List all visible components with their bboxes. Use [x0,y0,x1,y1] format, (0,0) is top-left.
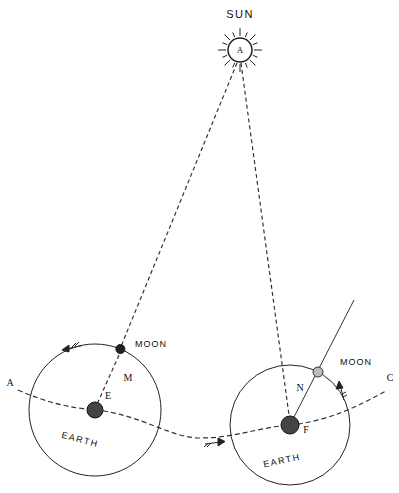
sun-ray [253,55,258,57]
sun-ray [233,32,235,37]
motion-arrow [204,438,225,447]
sun-ray [218,50,226,51]
moon-orbit [29,344,161,476]
sun-disk [228,38,252,62]
sun-ray [250,60,256,66]
earth-globe [281,416,299,434]
sun-ray [253,43,258,45]
body-name: MOON [134,340,168,349]
sunlight-line [122,63,237,344]
sun-rays [218,28,262,72]
body-name: EARTH [60,430,101,449]
sun-ray [240,28,241,36]
sun-ray [233,63,235,68]
point-letter: E [104,391,112,401]
moon-orbit [230,365,350,485]
point-letter: A [5,378,14,388]
body-name: SUN [225,9,255,20]
motion-arrow [62,342,82,352]
sun-ray [245,63,247,68]
moon-globe [116,345,125,354]
point-letter: F [302,425,310,435]
sun-ray [224,34,230,40]
motion-arrow [336,381,347,400]
sunlight-line [241,63,289,415]
earth-orbit-path [18,390,386,438]
point-letter: N [295,383,304,393]
moon-globe [313,367,323,377]
sun-ray [222,43,227,45]
sun-ray [240,64,241,72]
body-name: MOON [339,358,373,367]
point-letter: A [236,46,245,55]
point-letter: C [386,373,395,383]
body-name: EARTH [262,452,303,469]
earth-globe [87,402,103,418]
sun-ray [254,50,262,51]
sun-ray [224,60,230,66]
point-letter: M [123,373,134,383]
moon-earth-line [98,355,119,402]
sun-ray [222,55,227,57]
sun-ray [245,32,247,37]
sun-ray [250,34,256,40]
